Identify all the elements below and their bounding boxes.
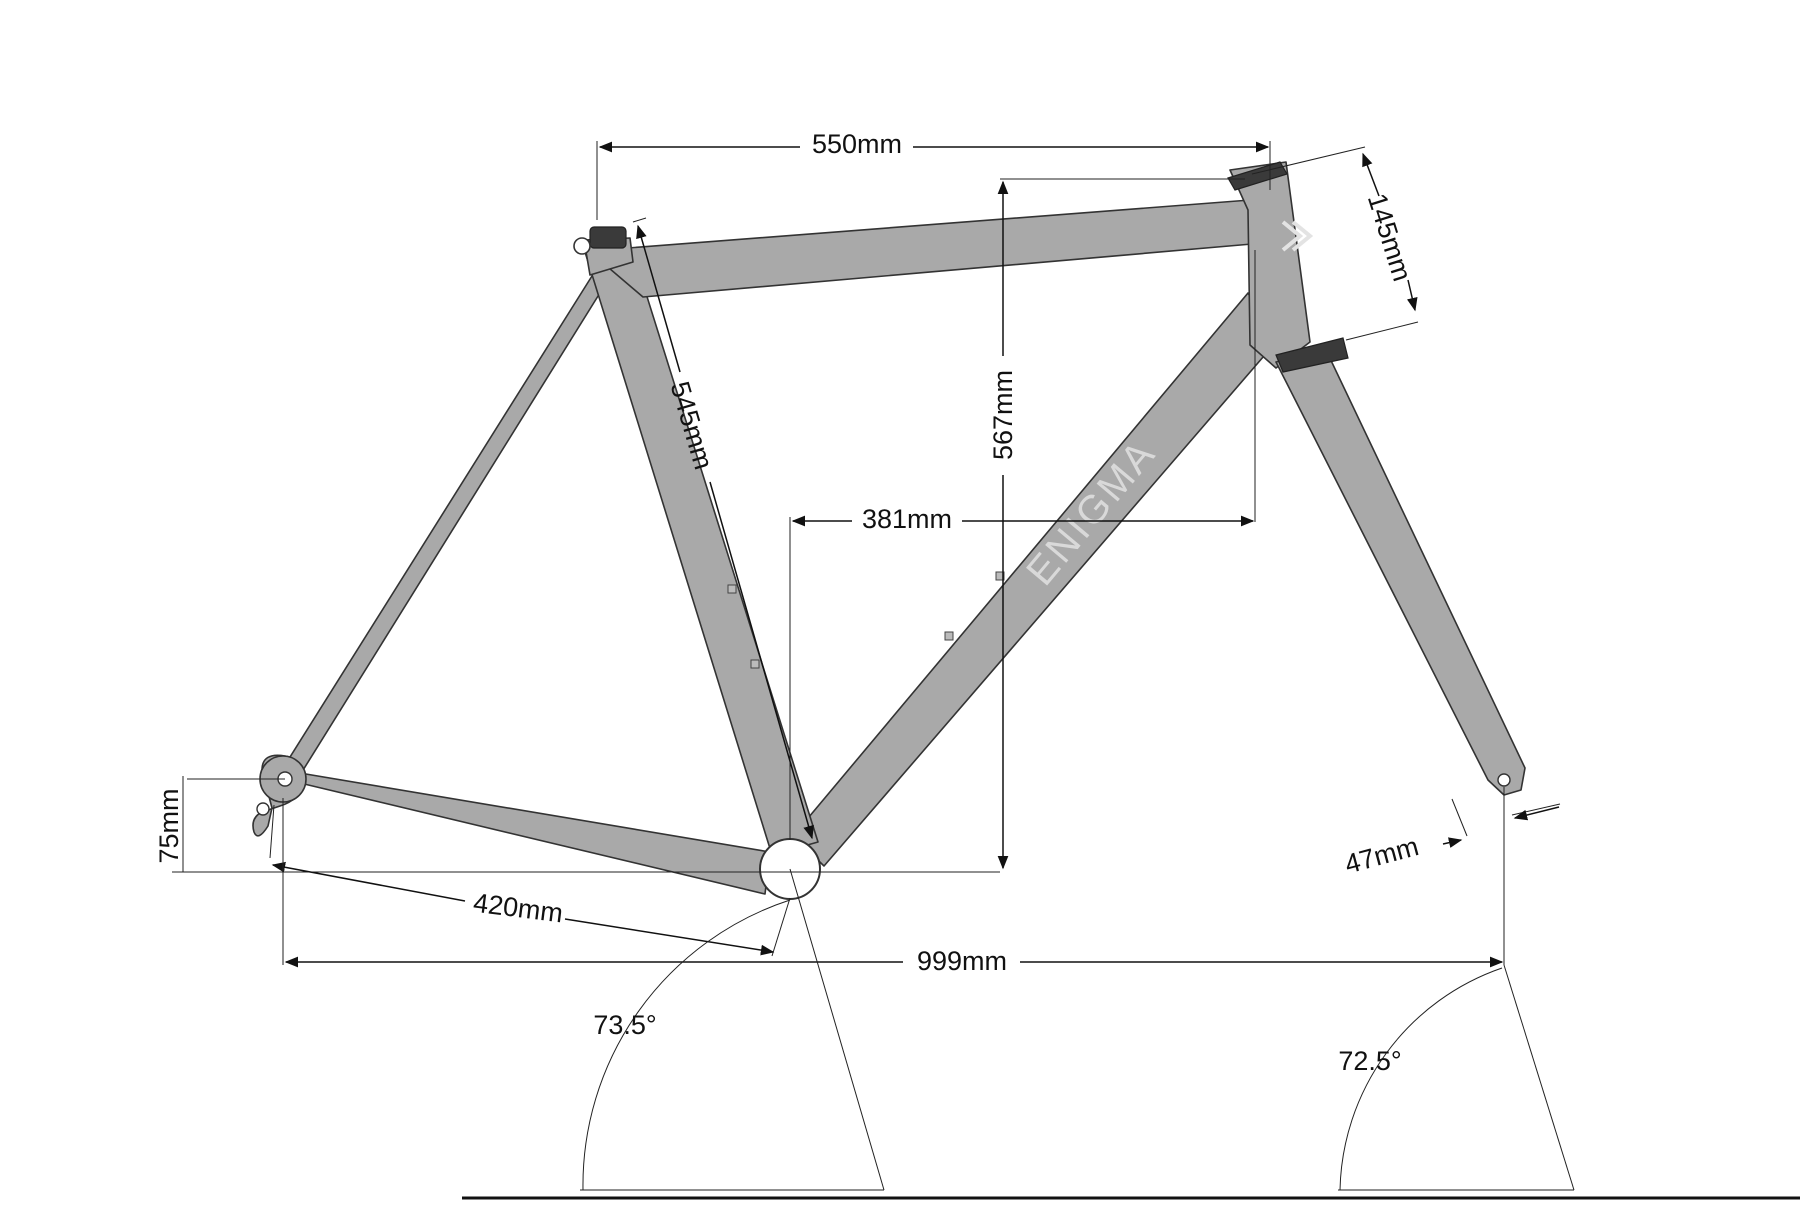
- cable-guide: [944, 631, 954, 641]
- cable-guide: [995, 571, 1005, 581]
- seat-clamp: [589, 226, 627, 249]
- top-tube: [588, 199, 1253, 298]
- head-badge-icon: [1281, 220, 1314, 252]
- cable-guide: [750, 659, 760, 669]
- bb-drop-label: 75mm: [154, 788, 184, 863]
- front-axle: [1497, 773, 1511, 787]
- head-tube: [1229, 161, 1311, 369]
- bike-frame: ENIGMA: [252, 161, 1526, 900]
- fork: [1275, 349, 1526, 796]
- seat-tube: [584, 251, 819, 856]
- head-tube-label: 145mm: [1362, 190, 1418, 285]
- top-tube-label: 550mm: [812, 129, 902, 159]
- seat-stay: [284, 267, 609, 776]
- seat-angle-label: 73.5°: [593, 1010, 656, 1040]
- seat-clamp-bolt: [573, 237, 591, 255]
- reach-label: 381mm: [862, 504, 952, 534]
- dimension-lines: [172, 141, 1800, 1200]
- stack-label: 567mm: [988, 370, 1018, 460]
- chainstay-label: 420mm: [472, 888, 565, 929]
- cable-guide: [727, 584, 737, 594]
- chain-stay: [281, 769, 771, 895]
- lower-headset-cap: [1275, 337, 1349, 373]
- head-angle-label: 72.5°: [1338, 1046, 1401, 1076]
- fork-offset-label: 47mm: [1342, 831, 1422, 879]
- brand-logo: ENIGMA: [1018, 431, 1165, 594]
- wheelbase-label: 999mm: [917, 946, 1007, 976]
- rear-dropout: [252, 754, 307, 837]
